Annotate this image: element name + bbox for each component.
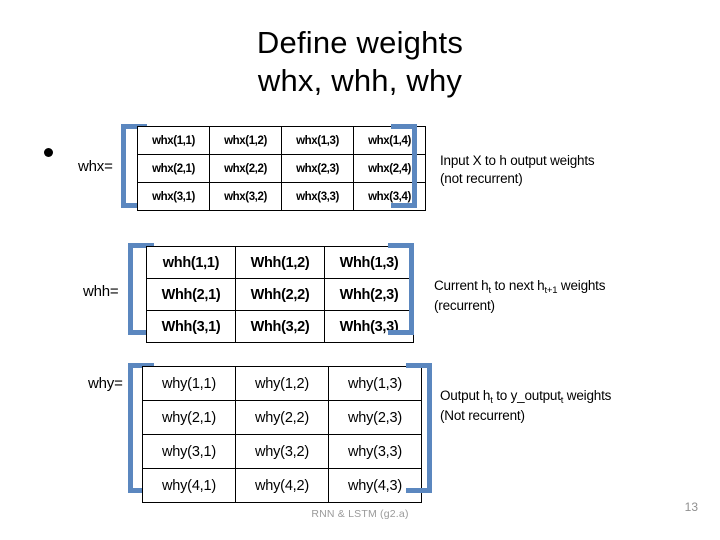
caption-why-line-1: Output ht to y_outputt weights	[440, 387, 611, 407]
matrix-label-whh: whh=	[83, 283, 119, 300]
page-title-line-2: whx, whh, why	[257, 63, 463, 98]
matrix-table-whh: whh(1,1) Whh(1,2) Whh(1,3) Whh(2,1) Whh(…	[146, 246, 414, 343]
matrix-cell: whx(3,3)	[281, 182, 354, 211]
caption-whh-line-1: Current ht to next ht+1 weights	[434, 277, 605, 297]
matrix-cell: why(2,2)	[235, 400, 329, 435]
table-row: whh(1,1) Whh(1,2) Whh(1,3)	[146, 246, 414, 279]
matrix-cell: why(2,3)	[328, 400, 422, 435]
caption-whx: Input X to h output weights (not recurre…	[440, 152, 595, 188]
matrix-cell: Whh(3,3)	[324, 310, 414, 343]
matrix-cell: Whh(1,2)	[235, 246, 325, 279]
table-row: Whh(2,1) Whh(2,2) Whh(2,3)	[146, 278, 414, 311]
caption-whh-sub-1: t	[488, 285, 491, 296]
matrix-cell: whx(1,1)	[137, 126, 210, 155]
matrix-table-why: why(1,1) why(1,2) why(1,3) why(2,1) why(…	[142, 366, 422, 503]
matrix-table-whx: whx(1,1) whx(1,2) whx(1,3) whx(1,4) whx(…	[137, 126, 426, 211]
footer-note: RNN & LSTM (g2.a)	[311, 508, 409, 520]
matrix-cell: why(3,1)	[142, 434, 236, 469]
matrix-cell: why(4,3)	[328, 468, 422, 503]
matrix-cell: Whh(3,1)	[146, 310, 236, 343]
matrix-cell: why(4,1)	[142, 468, 236, 503]
caption-why-text-a: Output h	[440, 388, 491, 403]
matrix-cell: Whh(3,2)	[235, 310, 325, 343]
matrix-cell: why(2,1)	[142, 400, 236, 435]
table-row: Whh(3,1) Whh(3,2) Whh(3,3)	[146, 310, 414, 343]
matrix-cell: Whh(2,1)	[146, 278, 236, 311]
matrix-cell: Whh(2,3)	[324, 278, 414, 311]
matrix-cell: why(3,3)	[328, 434, 422, 469]
matrix-cell: whx(2,3)	[281, 154, 354, 183]
matrix-cell: Whh(1,3)	[324, 246, 414, 279]
matrix-cell: why(3,2)	[235, 434, 329, 469]
matrix-label-whx: whx=	[78, 158, 113, 175]
caption-why-line-2: (Not recurrent)	[440, 408, 525, 423]
table-row: why(2,1) why(2,2) why(2,3)	[142, 400, 422, 435]
caption-why-sub-1: t	[490, 395, 493, 406]
matrix-cell: why(4,2)	[235, 468, 329, 503]
caption-why: Output ht to y_outputt weights (Not recu…	[440, 387, 611, 425]
table-row: whx(1,1) whx(1,2) whx(1,3) whx(1,4)	[137, 126, 426, 155]
caption-whh-text-c: weights	[557, 278, 606, 293]
caption-whx-line-1: Input X to h output weights	[440, 153, 595, 168]
caption-whh-text-a: Current h	[434, 278, 489, 293]
caption-whh-sub-2: t+1	[544, 285, 558, 296]
caption-whh: Current ht to next ht+1 weights (recurre…	[434, 277, 605, 315]
table-row: why(4,1) why(4,2) why(4,3)	[142, 468, 422, 503]
caption-whh-line-2: (recurrent)	[434, 298, 495, 313]
table-row: whx(2,1) whx(2,2) whx(2,3) whx(2,4)	[137, 154, 426, 183]
bullet-point-icon	[44, 148, 53, 157]
matrix-cell: whx(2,2)	[209, 154, 282, 183]
caption-why-text-c: weights	[563, 388, 612, 403]
caption-why-sub-2: t	[560, 395, 564, 406]
matrix-cell: whx(1,3)	[281, 126, 354, 155]
matrix-cell: whx(3,2)	[209, 182, 282, 211]
matrix-cell: why(1,3)	[328, 366, 422, 401]
page-number: 13	[684, 500, 698, 514]
matrix-cell: why(1,2)	[235, 366, 329, 401]
caption-why-text-b: to y_output	[492, 388, 561, 403]
table-row: why(1,1) why(1,2) why(1,3)	[142, 366, 422, 401]
caption-whh-text-b: to next h	[490, 278, 545, 293]
matrix-label-why: why=	[88, 375, 123, 392]
page-title: Define weights whx, whh, why	[60, 24, 660, 100]
table-row: why(3,1) why(3,2) why(3,3)	[142, 434, 422, 469]
matrix-cell: why(1,1)	[142, 366, 236, 401]
matrix-cell: Whh(2,2)	[235, 278, 325, 311]
caption-whx-line-2: (not recurrent)	[440, 171, 523, 186]
matrix-cell: whx(2,1)	[137, 154, 210, 183]
page-title-line-1: Define weights	[256, 25, 464, 60]
table-row: whx(3,1) whx(3,2) whx(3,3) whx(3,4)	[137, 182, 426, 211]
